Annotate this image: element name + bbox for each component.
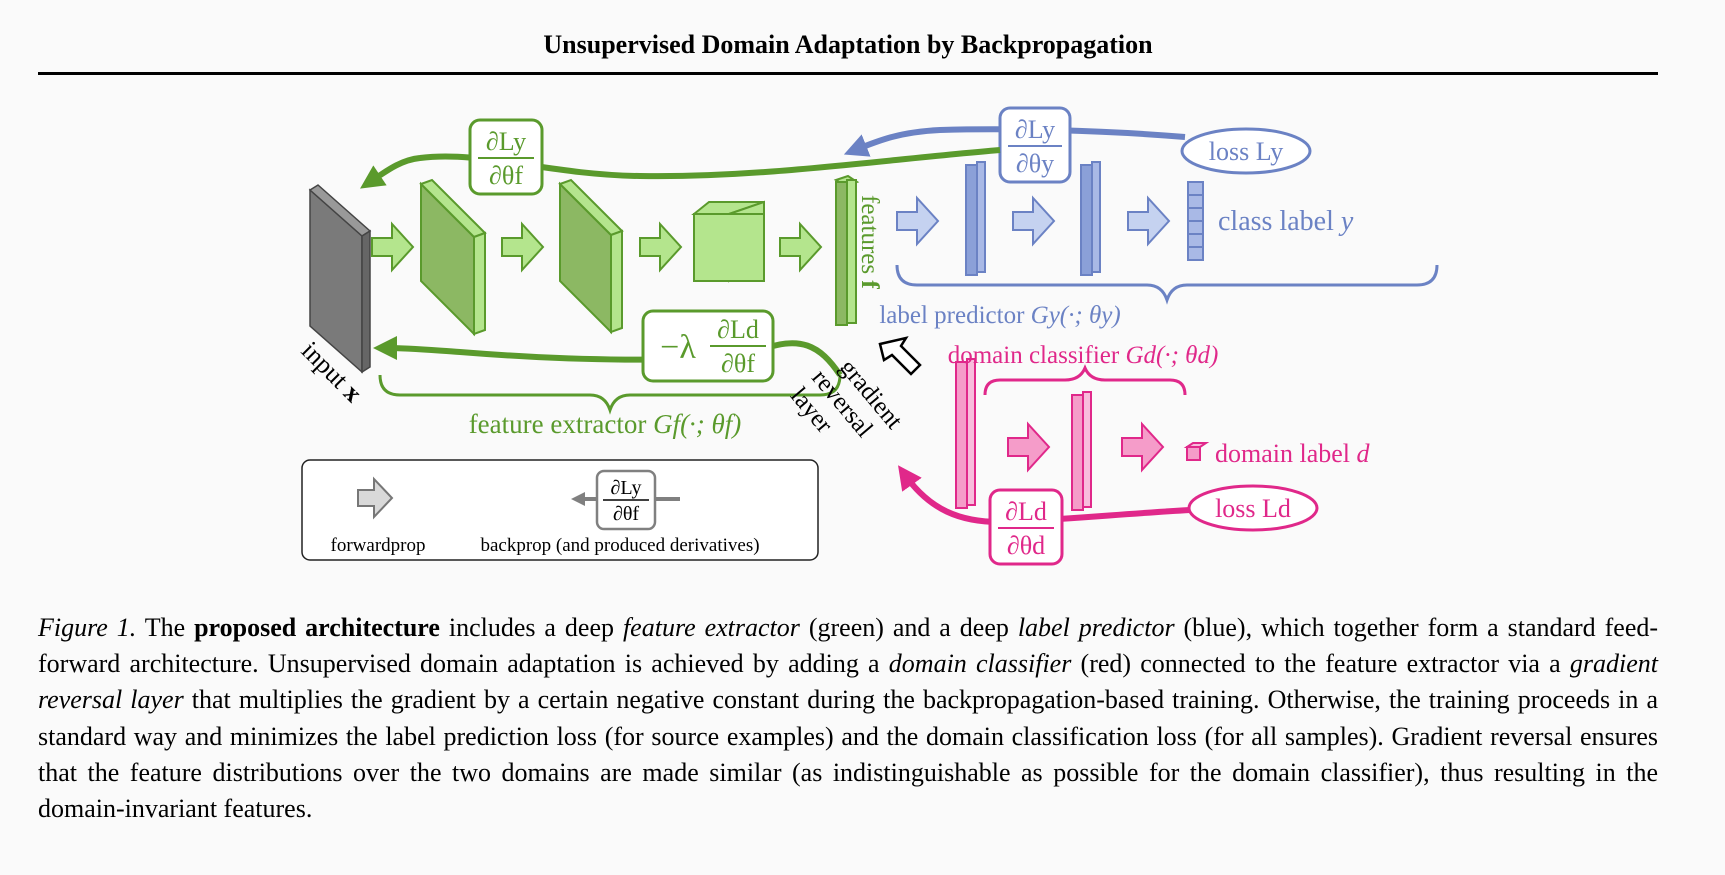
svg-text:loss Ld: loss Ld xyxy=(1215,494,1291,523)
svg-text:∂θf: ∂θf xyxy=(489,161,523,190)
forward-arrows-blue xyxy=(896,195,1171,247)
blue-layer-2 xyxy=(1080,161,1101,276)
pink-layer-1 xyxy=(955,358,976,509)
loss-y-node: loss Ly xyxy=(1180,127,1312,175)
forward-arrows-pink xyxy=(1007,421,1165,473)
blue-layer-1 xyxy=(965,161,986,276)
deriv-reversed-box: −λ ∂Ld ∂θf xyxy=(641,309,775,383)
label-predictor-brace xyxy=(895,264,1439,305)
feature-extractor-brace xyxy=(378,374,842,415)
backprop-arrow-blue xyxy=(843,126,1186,157)
domain-label: domain label d xyxy=(1215,439,1371,468)
domain-output xyxy=(1183,442,1210,461)
svg-text:∂θy: ∂θy xyxy=(1016,149,1054,178)
class-label: class label y xyxy=(1218,206,1354,237)
svg-text:∂θd: ∂θd xyxy=(1007,531,1045,560)
domain-classifier-label: domain classifier Gd(·; θd) xyxy=(948,342,1219,369)
svg-text:∂Ly: ∂Ly xyxy=(611,477,642,499)
gradient-reversal-arrow xyxy=(878,336,922,376)
legend-backward-label: backprop (and produced derivatives) xyxy=(480,535,759,556)
loss-d-node: loss Ld xyxy=(1187,484,1319,532)
deriv-y-theta-f-box: ∂Ly ∂θf xyxy=(468,118,544,196)
features-label: features f xyxy=(856,195,883,289)
domain-classifier-brace xyxy=(983,364,1187,396)
legend-forward-label: forwardprop xyxy=(331,535,426,556)
feature-vector xyxy=(833,174,860,326)
deriv-d-theta-d-box: ∂Ld ∂θd xyxy=(988,488,1064,566)
backprop-arrow-green-top xyxy=(360,147,1001,189)
label-predictor-label: label predictor Gy(·; θy) xyxy=(879,302,1120,329)
input-block xyxy=(308,184,372,374)
pink-layer-2 xyxy=(1071,391,1092,511)
svg-text:∂θf: ∂θf xyxy=(613,503,639,525)
class-output xyxy=(1187,181,1204,261)
figure-caption: Figure 1. The proposed architecture incl… xyxy=(38,613,1659,824)
svg-text:loss Ly: loss Ly xyxy=(1209,137,1283,166)
svg-text:∂Ly: ∂Ly xyxy=(1015,115,1055,144)
deriv-y-theta-y-box: ∂Ly ∂θy xyxy=(998,106,1072,184)
caption-figure-number: Figure 1. xyxy=(38,613,137,642)
paper-header: Unsupervised Domain Adaptation by Backpr… xyxy=(543,30,1153,59)
svg-text:∂Ld: ∂Ld xyxy=(717,315,759,344)
svg-text:∂Ld: ∂Ld xyxy=(1005,497,1047,526)
conv-block-2 xyxy=(558,178,624,335)
svg-text:∂θf: ∂θf xyxy=(721,349,755,378)
header-rule xyxy=(38,72,1658,75)
architecture-diagram: input x features f xyxy=(296,106,1439,566)
feature-extractor-label: feature extractor Gf(·; θf) xyxy=(469,409,742,439)
forward-arrows-green xyxy=(371,221,823,273)
gradient-reversal-label: gradient reversal layer xyxy=(785,354,908,442)
svg-text:−λ: −λ xyxy=(660,329,696,366)
conv-block-1 xyxy=(419,178,487,337)
legend-forward-arrow xyxy=(357,476,394,520)
conv-block-3 xyxy=(691,200,765,283)
legend: forwardprop ∂Ly ∂θf backprop (and produc… xyxy=(301,459,819,561)
svg-text:∂Ly: ∂Ly xyxy=(486,127,526,156)
